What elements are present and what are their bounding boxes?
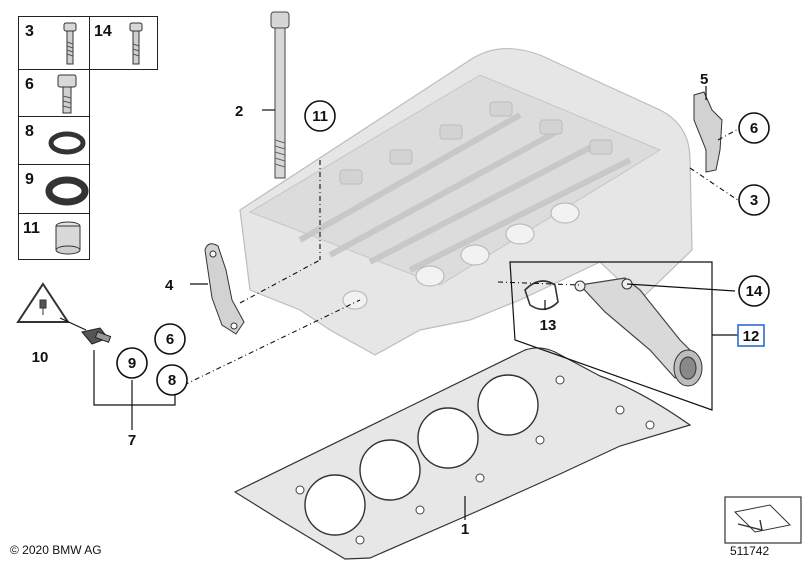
callout-14: 14 [746, 283, 763, 300]
callout-10: 10 [32, 349, 49, 366]
callout-2: 2 [235, 103, 243, 120]
copyright-text: © 2020 BMW AG [10, 543, 102, 557]
small-bolt-icon [129, 22, 143, 65]
legend-label: 11 [23, 220, 40, 237]
arrow-nav-icon[interactable] [724, 496, 802, 544]
callout-12: 12 [743, 328, 760, 345]
callout-7: 7 [128, 432, 136, 449]
legend-cell-14[interactable]: 14 [89, 16, 158, 70]
callout-circle-14[interactable] [738, 275, 770, 307]
callout-6-left: 6 [166, 331, 174, 348]
callout-circle-6-right[interactable] [738, 112, 770, 144]
hex-bolt-icon [57, 74, 77, 114]
bracket-icon[interactable] [204, 243, 245, 335]
callout-8: 8 [168, 372, 176, 389]
callout-13: 13 [540, 317, 557, 334]
electrical-warning-icon [16, 282, 70, 323]
legend-label: 8 [25, 123, 34, 140]
callout-3: 3 [750, 192, 758, 209]
callout-9: 9 [128, 355, 136, 372]
legend-label: 9 [25, 171, 34, 188]
callout-circle-9[interactable] [116, 347, 148, 379]
coolant-pipe-icon[interactable] [574, 277, 703, 387]
callout-circle-3[interactable] [738, 184, 770, 216]
callout-circle-11[interactable] [304, 100, 336, 132]
legend-label: 6 [25, 76, 34, 93]
callout-box-12[interactable] [737, 324, 765, 347]
sleeve-icon [55, 221, 81, 255]
callout-circle-8[interactable] [156, 364, 188, 396]
head-gasket-icon[interactable] [233, 347, 692, 560]
callout-1: 1 [461, 521, 469, 538]
callout-circle-6-left[interactable] [154, 323, 186, 355]
callout-6-right: 6 [750, 120, 758, 137]
parts-legend: 3 14 6 8 9 [18, 16, 158, 260]
bracket-icon[interactable] [693, 91, 723, 173]
bolt-icon [63, 22, 77, 65]
callout-4: 4 [165, 277, 174, 294]
seal-ring-icon [45, 176, 89, 206]
legend-cell-11[interactable]: 11 [18, 213, 90, 260]
head-bolt-icon[interactable] [270, 11, 290, 179]
legend-label: 3 [25, 23, 34, 40]
o-ring-icon [48, 131, 86, 155]
legend-label: 14 [94, 23, 112, 40]
temperature-sensor-icon[interactable] [81, 327, 112, 345]
callout-5: 5 [700, 71, 708, 88]
diagram-ref-number: 511742 [730, 544, 770, 558]
pipe-group-outline [509, 261, 713, 411]
callout-11: 11 [312, 108, 328, 125]
cylinder-head-icon[interactable] [239, 47, 693, 356]
legend-cell-6[interactable]: 6 [18, 69, 90, 117]
